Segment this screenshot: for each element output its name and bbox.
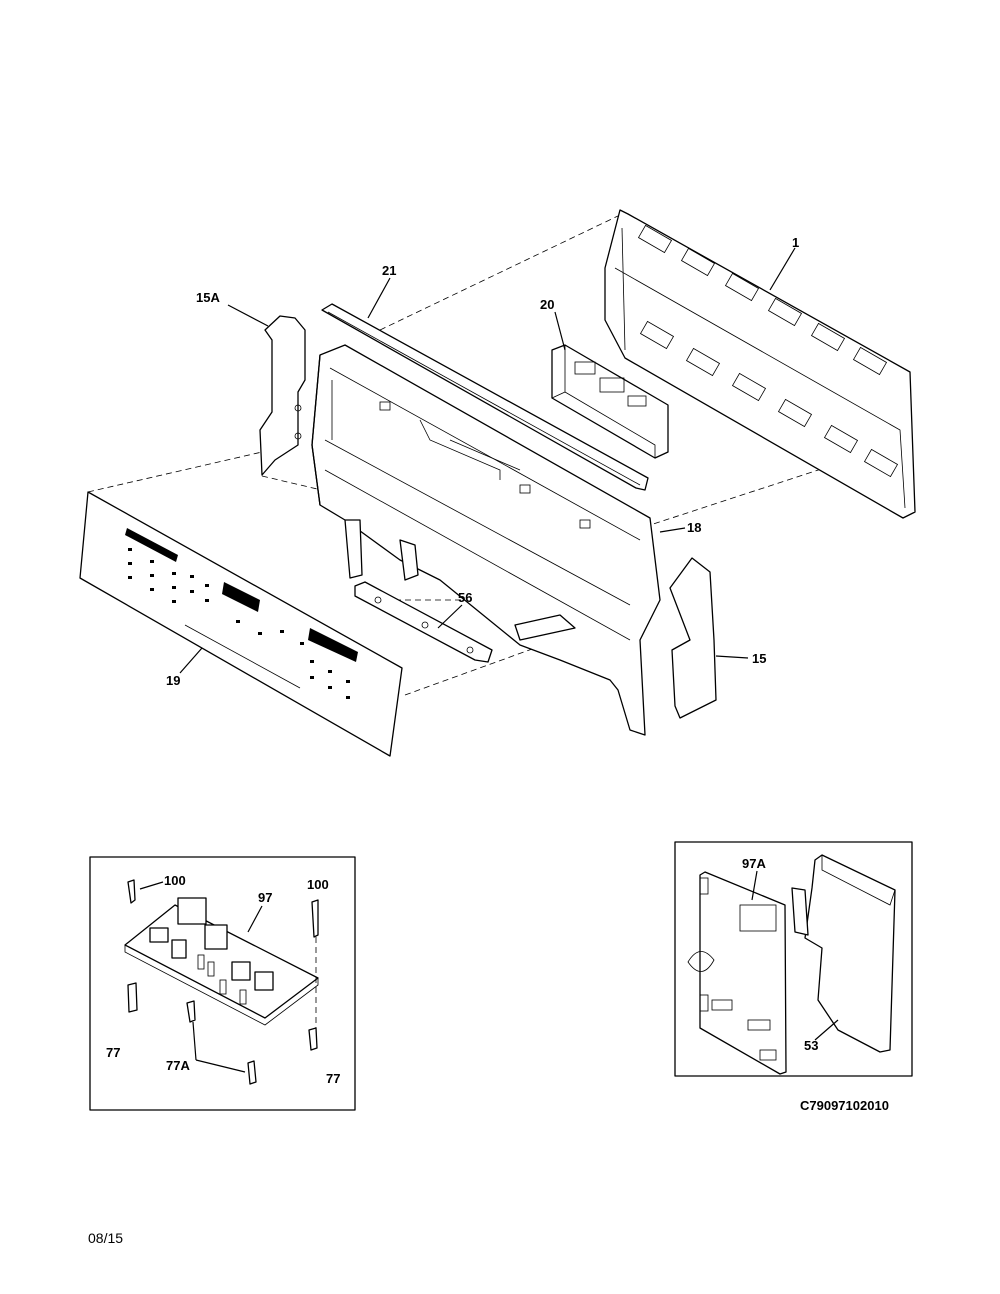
left-end-cap-part-15a: 15A — [196, 290, 306, 476]
callout-21: 21 — [382, 263, 396, 278]
callout-77-right: 77 — [326, 1071, 340, 1086]
callout-53: 53 — [804, 1038, 818, 1053]
top-trim-part-21: 21 — [321, 263, 649, 491]
callout-15a: 15A — [196, 290, 220, 305]
date-code: 08/15 — [88, 1230, 123, 1246]
bracket-part-56: 56 — [354, 581, 493, 663]
callout-100-left: 100 — [164, 873, 186, 888]
figure-code: C79097102010 — [800, 1098, 889, 1113]
callout-100-right: 100 — [307, 877, 329, 892]
right-end-cap-part-15: 15 — [669, 557, 766, 719]
callout-15: 15 — [752, 651, 766, 666]
control-board-part-20: 20 — [540, 297, 669, 459]
callout-19: 19 — [166, 673, 180, 688]
rear-panel-part-1: 1 — [604, 209, 916, 519]
callout-56: 56 — [458, 590, 472, 605]
callout-1: 1 — [792, 235, 799, 250]
backguard-frame-part-18: 18 — [311, 344, 701, 736]
callout-18: 18 — [687, 520, 701, 535]
callout-77-left: 77 — [106, 1045, 120, 1060]
callout-77A: 77A — [166, 1058, 190, 1073]
inset-frame-right — [674, 841, 913, 1077]
inset-frame-left — [89, 856, 356, 1111]
control-panel-overlay-part-19: 19 — [79, 491, 403, 757]
callout-97A: 97A — [742, 856, 766, 871]
inset-control-board: 97A 53 — [674, 841, 913, 1077]
inset-power-board: 100 100 97 77 77 77A — [89, 856, 356, 1111]
callout-97: 97 — [258, 890, 272, 905]
callout-20: 20 — [540, 297, 554, 312]
